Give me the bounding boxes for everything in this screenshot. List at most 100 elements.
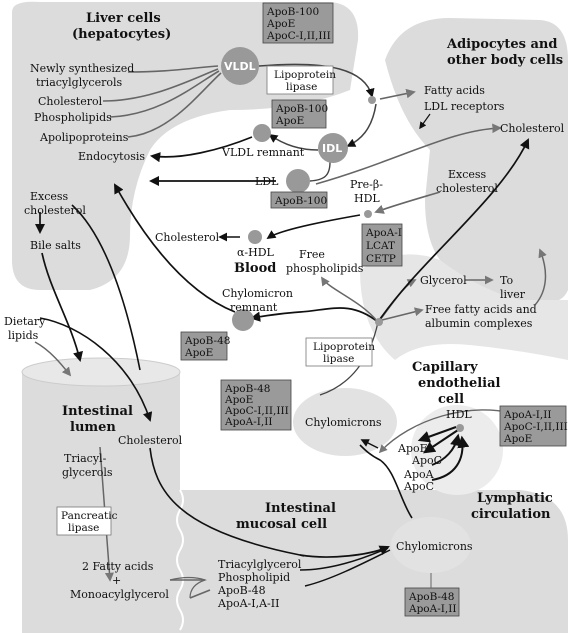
svg-text:CETP: CETP (366, 253, 396, 265)
svg-text:Pancreatic: Pancreatic (61, 510, 118, 522)
lpl-top-box: Lipoprotein lipase (266, 65, 336, 95)
svg-text:ApoB-48: ApoB-48 (184, 335, 230, 347)
liver-cholesterol: Cholesterol (38, 95, 103, 108)
svg-text:ApoA-I,II: ApoA-I,II (503, 409, 552, 421)
flow-apo-to-chylo (304, 549, 391, 587)
flow-phospho-to-vldl (109, 70, 220, 118)
intestinal-lumen-region (22, 361, 180, 633)
two-fatty-acids: 2 Fatty acids (82, 560, 154, 573)
excess-chol-left-1: Excess (30, 190, 69, 203)
hdl-region (411, 405, 503, 495)
capillary-title-3: cell (438, 392, 464, 407)
dietary-2: lipids (8, 329, 39, 342)
vldl-apo-box: ApoB-100 ApoE ApoC-I,II,III (262, 2, 334, 44)
lymphatic-title-1: Lymphatic (477, 491, 553, 506)
svg-text:lipase: lipase (323, 353, 354, 365)
capillary-title-2: endothelial (418, 376, 501, 391)
mucosal-apob48: ApoB-48 (217, 584, 266, 597)
ldl-apo-box: ApoB-100 (270, 191, 328, 209)
cholesterol-mid-label: Cholesterol (155, 231, 220, 244)
flow-excess-to-prebhdl (374, 191, 441, 214)
svg-text:ApoE: ApoE (224, 394, 253, 406)
flow-to-cholesterol-right (377, 138, 530, 323)
apoc-label-2: ApoC (403, 480, 434, 493)
adipocytes-title-1: Adipocytes and (446, 37, 557, 52)
to-liver-2: liver (500, 288, 526, 301)
flow-lymph-to-blood-chylo (360, 439, 379, 449)
flow-idl-to-ldl (309, 161, 331, 182)
cholesterol-lumen-label: Cholesterol (118, 434, 183, 447)
flow-idl-to-remnant (268, 133, 319, 151)
mucosal-apoa: ApoA-I,A-II (217, 597, 279, 610)
svg-text:ApoC-I,II,III: ApoC-I,II,III (266, 30, 331, 42)
excess-chol-right-1: Excess (448, 168, 487, 181)
flow-to-ffa (381, 307, 424, 321)
lumen-rim (21, 357, 181, 387)
svg-text:ApoB-48: ApoB-48 (224, 383, 270, 395)
svg-text:ApoE: ApoE (275, 115, 304, 127)
blood-chylo-region (293, 388, 397, 456)
hdl-node (456, 424, 464, 432)
flow-ffa-to-cells (534, 248, 547, 306)
liver-title-2: (hepatocytes) (72, 27, 171, 42)
mucosal-phospho: Phospholipid (218, 571, 290, 584)
flow-to-fatty-acids (379, 88, 416, 100)
flow-bile-to-lumen (41, 252, 83, 362)
cholesterol-right-label: Cholesterol (500, 122, 565, 135)
chylomicrons-blood-label: Chylomicrons (305, 416, 382, 429)
flow-lpl-to-idl (346, 103, 377, 147)
svg-text:ApoA-I: ApoA-I (365, 227, 402, 239)
flow-apoc-to-hdl (431, 435, 470, 481)
liver-phospholipids: Phospholipids (34, 111, 112, 124)
flow-chol-to-vldl (102, 68, 219, 102)
lymphatic-title-2: circulation (471, 507, 551, 522)
adipocyte-region (385, 18, 568, 304)
free-phospho-2: phospholipids (286, 262, 364, 275)
idl-particle (318, 133, 348, 163)
flow-chol-to-mucosal (149, 447, 305, 557)
liver-title-1: Liver cells (86, 11, 161, 26)
idl-label: IDL (322, 142, 342, 155)
flow-apo-to-vldl (127, 72, 222, 138)
dietary-1: Dietary (4, 315, 46, 328)
glycerol-label: Glycerol (420, 274, 467, 287)
svg-text:LCAT: LCAT (366, 240, 395, 252)
lumen-title-2: lumen (70, 420, 116, 435)
endocytosis-label: Endocytosis (78, 150, 145, 163)
svg-text:ApoB-100: ApoB-100 (266, 6, 319, 18)
chylo-lymph-apo-box: ApoB-48 ApoA-I,II (404, 587, 460, 617)
mucosal-title-2: mucosal cell (236, 517, 327, 532)
chylo-blood-apo-box: ApoB-48 ApoE ApoC-I,II,III ApoA-I,II (220, 379, 292, 431)
svg-text:ApoA-I,II: ApoA-I,II (224, 416, 273, 428)
svg-text:Lipoprotein: Lipoprotein (274, 69, 336, 81)
svg-text:ApoE: ApoE (184, 347, 213, 359)
apoe-label: ApoE (397, 442, 428, 455)
excess-chol-right-2: cholesterol (436, 182, 498, 195)
excess-chol-left-2: cholesterol (24, 204, 86, 217)
adipocytes-title-2: other body cells (447, 53, 563, 68)
lymph-chylo-region (391, 517, 471, 573)
lpl-mid-box: Lipoprotein lipase (305, 337, 375, 367)
svg-text:ApoB-100: ApoB-100 (275, 103, 328, 115)
svg-text:lipase: lipase (286, 81, 317, 93)
prebhdl-label-2: HDL (354, 192, 380, 205)
chylo-remnant-apo-box: ApoB-48 ApoE (180, 331, 230, 361)
ldl-receptors-label: LDL receptors (424, 100, 505, 113)
svg-text:ApoA-I,II: ApoA-I,II (408, 603, 457, 615)
ldl-particle (286, 169, 310, 193)
alpha-hdl-particle (248, 230, 262, 244)
flow-tag-to-vldl (127, 65, 219, 73)
newly-tag-2: triacylglycerols (36, 76, 122, 89)
svg-text:ApoC-I,II,III: ApoC-I,II,III (224, 405, 289, 417)
mucosal-cell-region (180, 490, 568, 633)
svg-text:ApoB-100: ApoB-100 (274, 195, 327, 207)
svg-text:ApoB-48: ApoB-48 (408, 591, 454, 603)
fatty-acids-label: Fatty acids (424, 84, 485, 97)
svg-text:Lipoprotein: Lipoprotein (313, 341, 375, 353)
flow-excess-chol-down (71, 204, 141, 371)
flow-ldl-receptor-pointer (419, 113, 431, 130)
vldl-particle (221, 47, 259, 85)
svg-text:ApoC-I,II,III: ApoC-I,II,III (503, 421, 568, 433)
